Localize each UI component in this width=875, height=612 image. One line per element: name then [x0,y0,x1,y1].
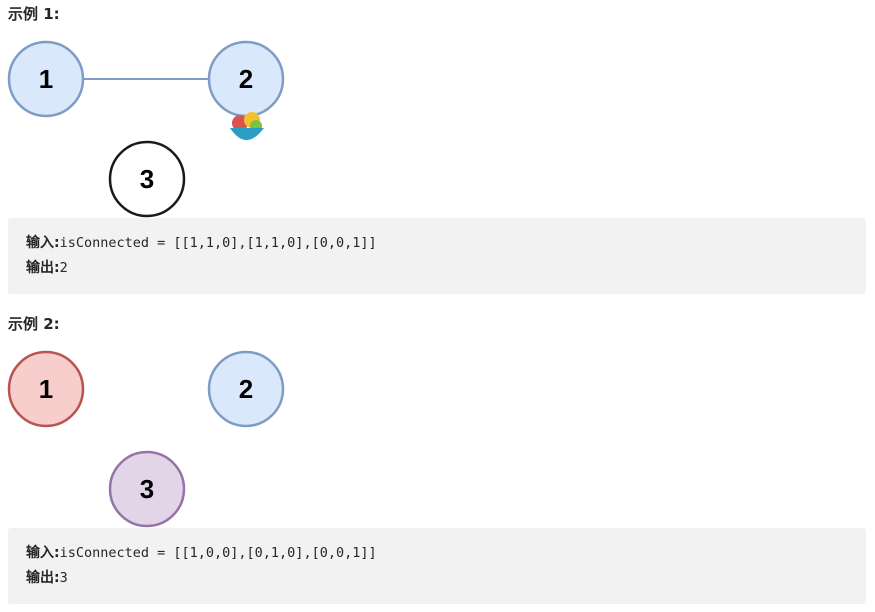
example-2-output-line: 输出:3 [26,566,848,591]
input-label: 输入: [26,235,60,251]
input-label: 输入: [26,545,60,561]
example-2-heading: 示例 2: [8,315,60,333]
output-value: 2 [59,260,68,276]
input-value: isConnected = [[1,0,0],[0,1,0],[0,0,1]] [59,545,377,561]
node-3-label: 3 [140,164,154,194]
example-1-input-line: 输入:isConnected = [[1,1,0],[1,1,0],[0,0,1… [26,231,848,256]
node-2-label: 2 [239,374,253,404]
node-3-label: 3 [140,474,154,504]
example-2-graph: 1 2 3 [0,340,320,530]
output-value: 3 [59,570,68,586]
example-1-graph: 1 2 3 [0,30,320,220]
example-1-output-line: 输出:2 [26,256,848,281]
node-1 [7,40,85,118]
node-2 [207,350,285,428]
example-1-heading: 示例 1: [8,5,60,23]
input-value: isConnected = [[1,1,0],[1,1,0],[0,0,1]] [59,235,377,251]
example-2-code-box: 输入:isConnected = [[1,0,0],[0,1,0],[0,0,1… [8,528,866,604]
output-label: 输出: [26,260,60,276]
example-2-input-line: 输入:isConnected = [[1,0,0],[0,1,0],[0,0,1… [26,541,848,566]
example-2-graph-svg: 1 2 3 [7,350,285,528]
node-2-label: 2 [239,64,253,94]
node-3 [108,450,186,528]
example-1-code-box: 输入:isConnected = [[1,1,0],[1,1,0],[0,0,1… [8,218,866,294]
example-1-graph-svg: 1 2 3 [7,40,285,218]
node-1-label: 1 [39,64,53,94]
node-3 [108,140,186,218]
node-1 [7,350,85,428]
fruit-bowl-icon [230,112,264,140]
node-1-label: 1 [39,374,53,404]
output-label: 输出: [26,570,60,586]
